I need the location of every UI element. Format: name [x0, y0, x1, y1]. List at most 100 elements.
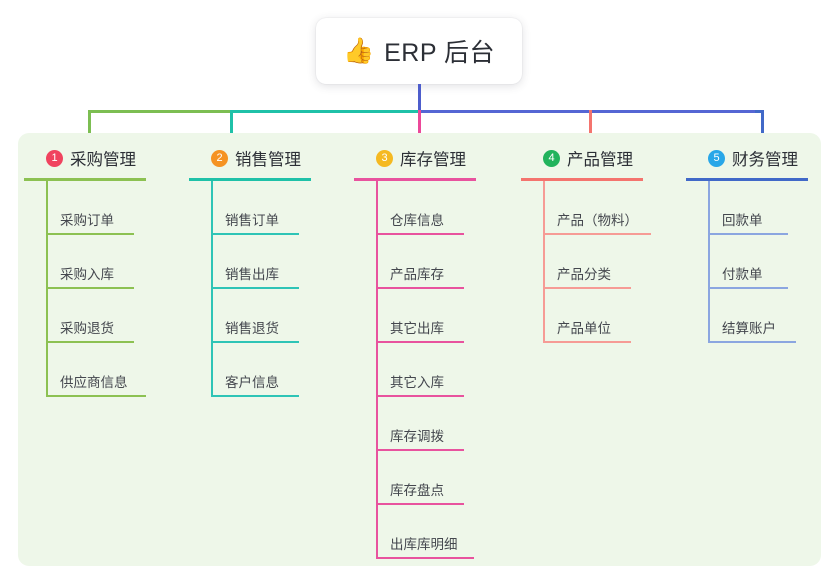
leaf-item[interactable]: 采购退货 [46, 289, 146, 343]
leaf-rail-4 [543, 181, 545, 343]
connector-drop-5 [761, 110, 764, 148]
leaf-underline [543, 233, 651, 235]
column-title-4: 产品管理 [567, 151, 633, 169]
column-inventory: 3 库存管理 仓库信息 产品库存 其它出库 其它入库 库存调拨 [354, 146, 476, 559]
leaf-item[interactable]: 采购入库 [46, 235, 146, 289]
column-sales: 2 销售管理 销售订单 销售出库 销售退货 客户信息 [189, 146, 311, 397]
column-header-3[interactable]: 3 库存管理 [354, 146, 476, 170]
leaf-underline [46, 395, 146, 397]
leaf-item[interactable]: 产品分类 [543, 235, 643, 289]
column-title-2: 销售管理 [235, 151, 301, 169]
leaf-label: 库存调拨 [390, 429, 444, 444]
column-header-1[interactable]: 1 采购管理 [24, 146, 146, 170]
column-title-5: 财务管理 [732, 151, 798, 169]
leaf-item[interactable]: 产品库存 [376, 235, 476, 289]
leaf-rail-1 [46, 181, 48, 397]
leaf-list-1: 采购订单 采购入库 采购退货 供应商信息 [24, 181, 146, 397]
leaf-item[interactable]: 库存调拨 [376, 397, 476, 451]
leaf-underline [708, 233, 788, 235]
leaf-item[interactable]: 销售订单 [211, 181, 311, 235]
leaf-item[interactable]: 结算账户 [708, 289, 808, 343]
leaf-underline [543, 341, 631, 343]
connector-root-stem [418, 84, 421, 112]
leaf-label: 付款单 [722, 267, 763, 282]
column-underline-2 [189, 178, 311, 181]
leaf-item[interactable]: 产品（物料） [543, 181, 651, 235]
leaf-item[interactable]: 出库库明细 [376, 505, 476, 559]
connector-trunk-blue-end [755, 110, 764, 113]
connector-drop-1 [88, 110, 91, 148]
leaf-underline [376, 395, 464, 397]
leaf-label: 库存盘点 [390, 483, 444, 498]
leaf-rail-3 [376, 181, 378, 559]
column-badge-4: 4 [543, 149, 560, 167]
leaf-label: 结算账户 [722, 321, 776, 336]
leaf-underline [376, 287, 464, 289]
leaf-underline [376, 449, 464, 451]
leaf-label: 其它入库 [390, 375, 444, 390]
connector-drop-2 [230, 110, 233, 148]
content-panel [18, 133, 821, 566]
leaf-label: 产品分类 [557, 267, 611, 282]
column-title-1: 采购管理 [70, 151, 136, 169]
leaf-label: 回款单 [722, 213, 763, 228]
leaf-list-2: 销售订单 销售出库 销售退货 客户信息 [189, 181, 311, 397]
leaf-item[interactable]: 仓库信息 [376, 181, 476, 235]
leaf-rail-5 [708, 181, 710, 343]
column-underline-3 [354, 178, 476, 181]
leaf-item[interactable]: 回款单 [708, 181, 808, 235]
leaf-item[interactable]: 产品单位 [543, 289, 643, 343]
column-title-3: 库存管理 [400, 151, 466, 169]
leaf-item[interactable]: 库存盘点 [376, 451, 476, 505]
leaf-item[interactable]: 供应商信息 [46, 343, 146, 397]
leaf-underline [376, 503, 464, 505]
leaf-underline [543, 287, 631, 289]
column-finance: 5 财务管理 回款单 付款单 结算账户 [686, 146, 808, 343]
leaf-item[interactable]: 其它入库 [376, 343, 476, 397]
column-badge-5: 5 [708, 149, 725, 167]
column-procurement: 1 采购管理 采购订单 采购入库 采购退货 供应商信息 [24, 146, 146, 397]
leaf-label: 产品（物料） [557, 213, 638, 228]
leaf-label: 供应商信息 [60, 375, 128, 390]
leaf-label: 采购订单 [60, 213, 114, 228]
leaf-label: 销售出库 [225, 267, 279, 282]
root-title: ERP 后台 [384, 39, 496, 67]
leaf-label: 采购入库 [60, 267, 114, 282]
column-underline-5 [686, 178, 808, 181]
leaf-underline [211, 395, 299, 397]
leaf-underline [211, 287, 299, 289]
column-badge-2: 2 [211, 149, 228, 167]
column-underline-4 [521, 178, 643, 181]
leaf-list-3: 仓库信息 产品库存 其它出库 其它入库 库存调拨 库存盘点 [354, 181, 476, 559]
column-badge-1: 1 [46, 149, 63, 167]
leaf-underline [376, 233, 464, 235]
leaf-label: 产品库存 [390, 267, 444, 282]
leaf-label: 出库库明细 [390, 537, 458, 552]
leaf-item[interactable]: 付款单 [708, 235, 808, 289]
column-header-2[interactable]: 2 销售管理 [189, 146, 311, 170]
leaf-label: 采购退货 [60, 321, 114, 336]
leaf-underline [376, 557, 474, 559]
root-node[interactable]: 👍 ERP 后台 [316, 18, 522, 84]
leaf-underline [211, 233, 299, 235]
leaf-item[interactable]: 其它出库 [376, 289, 476, 343]
connector-trunk-teal [230, 110, 420, 113]
leaf-rail-2 [211, 181, 213, 397]
column-badge-3: 3 [376, 149, 393, 167]
leaf-underline [708, 341, 796, 343]
leaf-item[interactable]: 采购订单 [46, 181, 146, 235]
leaf-underline [46, 233, 134, 235]
leaf-item[interactable]: 销售退货 [211, 289, 311, 343]
connector-trunk-green [88, 110, 232, 113]
connector-drop-3 [418, 110, 421, 148]
connector-drop-4 [589, 110, 592, 148]
leaf-underline [46, 341, 134, 343]
column-header-4[interactable]: 4 产品管理 [521, 146, 643, 170]
column-header-5[interactable]: 5 财务管理 [686, 146, 808, 170]
column-product: 4 产品管理 产品（物料） 产品分类 产品单位 [521, 146, 651, 343]
leaf-item[interactable]: 客户信息 [211, 343, 311, 397]
leaf-list-5: 回款单 付款单 结算账户 [686, 181, 808, 343]
leaf-label: 产品单位 [557, 321, 611, 336]
leaf-label: 仓库信息 [390, 213, 444, 228]
leaf-item[interactable]: 销售出库 [211, 235, 311, 289]
